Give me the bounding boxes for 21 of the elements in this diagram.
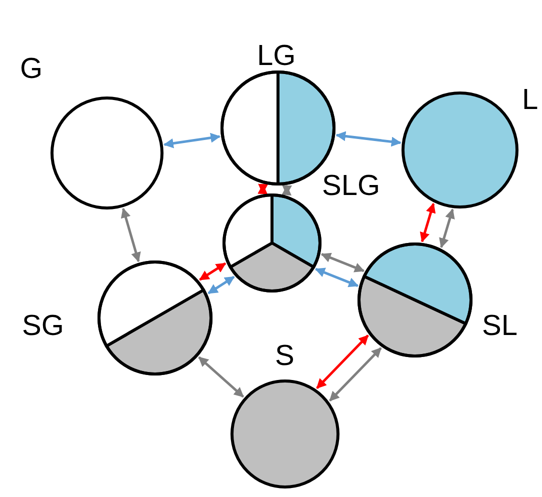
arrow bbox=[439, 208, 455, 248]
arrow bbox=[329, 347, 382, 402]
arrow bbox=[199, 262, 226, 281]
state-label: SLG bbox=[322, 172, 380, 201]
arrow bbox=[336, 131, 402, 147]
arrow bbox=[314, 268, 359, 288]
arrow bbox=[258, 184, 268, 194]
state-label: L bbox=[522, 86, 538, 115]
state-label: SG bbox=[22, 312, 64, 341]
arrow bbox=[208, 276, 235, 294]
arrow bbox=[320, 252, 365, 272]
arrow bbox=[282, 184, 292, 196]
arrow bbox=[316, 334, 369, 389]
arrow bbox=[420, 202, 436, 242]
state-label: LG bbox=[257, 42, 296, 71]
arrow bbox=[163, 132, 221, 148]
state-label: G bbox=[20, 55, 43, 84]
state-label: S bbox=[275, 342, 294, 371]
state-label: SL bbox=[482, 312, 518, 341]
arrow bbox=[120, 208, 141, 262]
arrow bbox=[198, 356, 244, 398]
